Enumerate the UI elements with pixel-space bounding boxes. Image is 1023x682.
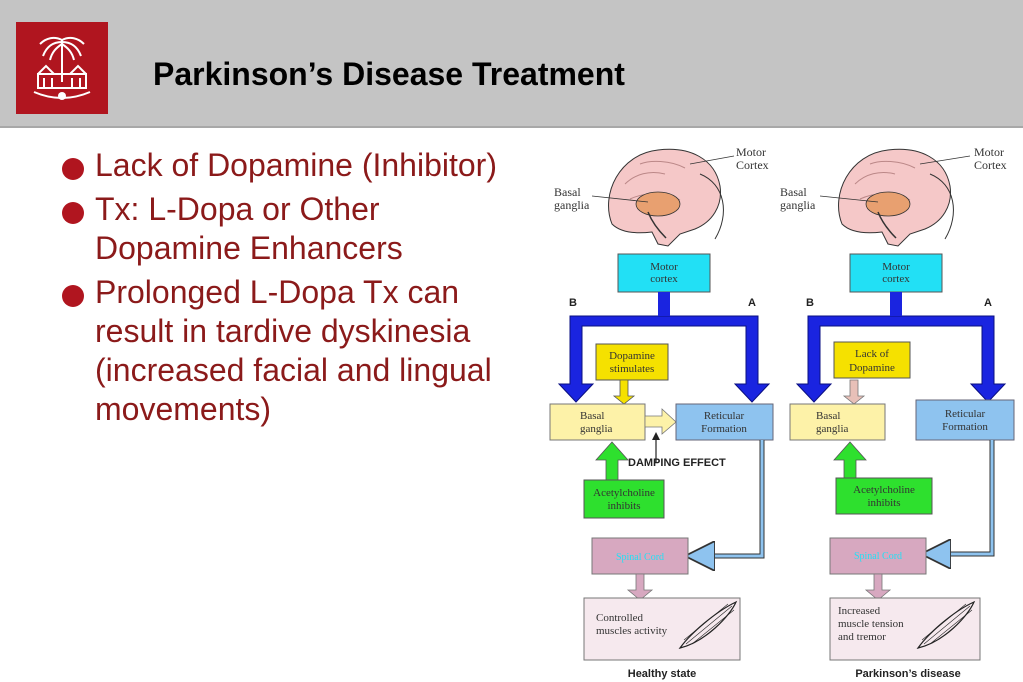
reticular-to-spinal-outline xyxy=(934,440,995,557)
healthy-panel: Motor Cortex Basal ganglia Motor cortex … xyxy=(549,145,774,680)
basal-ganglia-label: ganglia xyxy=(554,198,590,212)
spinal-cord-box xyxy=(591,537,689,575)
motor-cortex-box-text: Motor xyxy=(882,261,910,273)
damping-effect-label: DAMPING EFFECT xyxy=(628,457,726,469)
basal-ganglia-leader xyxy=(819,195,879,203)
acetylcholine-box xyxy=(835,477,933,515)
motor-cortex-label: Cortex xyxy=(736,158,769,172)
reticular-box-text: Reticular xyxy=(704,410,745,422)
bullet-dot-icon xyxy=(62,158,84,180)
blue-pathway-arrow xyxy=(557,315,771,403)
spinal-cord-box xyxy=(829,537,927,575)
basal-ganglia-box-text: ganglia xyxy=(580,423,612,435)
acetylcholine-arrow xyxy=(595,441,629,483)
path-b-label: B xyxy=(806,297,814,309)
spinal-cord-box-text: Spinal Cord xyxy=(616,552,664,563)
result-box-text: and tremor xyxy=(838,631,886,643)
dopamine-box xyxy=(595,343,669,381)
bullet-item: Lack of Dopamine (Inhibitor) xyxy=(60,146,500,185)
motor-cortex-label: Motor xyxy=(736,145,766,159)
blue-pathway-stem xyxy=(658,292,670,316)
disease-caption: Parkinson’s disease xyxy=(855,668,960,680)
brain-icon xyxy=(838,148,954,247)
spinal-to-result-arrow xyxy=(626,573,654,601)
result-box-text: Controlled xyxy=(596,612,644,624)
healthy-caption: Healthy state xyxy=(628,668,696,680)
lack-of-dopamine-box xyxy=(833,341,911,379)
bullet-dot-icon xyxy=(62,202,84,224)
university-logo xyxy=(16,22,108,114)
reticular-box-text: Formation xyxy=(701,423,747,435)
reticular-to-spinal-arrow xyxy=(936,440,994,554)
basal-ganglia-label: Basal xyxy=(780,185,807,199)
basal-ganglia-label: ganglia xyxy=(780,198,816,212)
parkinsons-pathway-diagram: Motor Cortex Basal ganglia Motor cortex … xyxy=(549,145,1015,680)
reticular-box-text: Reticular xyxy=(945,408,986,420)
palmetto-logo-icon xyxy=(33,36,91,100)
reticular-formation-box xyxy=(915,399,1015,441)
acetylcholine-box-text: Acetylcholine xyxy=(593,487,655,499)
basal-ganglia-leader xyxy=(591,195,649,203)
motor-cortex-leader xyxy=(689,155,735,165)
acetylcholine-box-text: Acetylcholine xyxy=(853,484,915,496)
blue-pathway-arrow xyxy=(795,315,1007,403)
slide-header: Parkinson’s Disease Treatment xyxy=(0,0,1023,128)
muscle-icon xyxy=(678,600,738,649)
reticular-box-text: Formation xyxy=(942,421,988,433)
basal-ganglia-box-text: ganglia xyxy=(816,423,848,435)
bullet-text: Tx: L-Dopa or Other Dopamine Enhancers xyxy=(95,191,403,266)
acetylcholine-box xyxy=(583,479,665,519)
brain-icon xyxy=(608,148,724,247)
bullet-text: Lack of Dopamine (Inhibitor) xyxy=(95,147,497,183)
reticular-formation-box xyxy=(675,403,774,441)
dopamine-arrow xyxy=(842,379,866,405)
basal-ganglia-box-text: Basal xyxy=(816,410,840,422)
path-a-label: A xyxy=(984,297,992,309)
blue-pathway-stem xyxy=(890,292,902,316)
motor-cortex-label: Cortex xyxy=(974,158,1007,172)
lack-of-dopamine-box-text: Dopamine xyxy=(849,362,895,374)
motor-cortex-box-text: Motor xyxy=(650,261,678,273)
disease-panel: Motor Cortex Basal ganglia Motor cortex … xyxy=(780,145,1015,680)
bullet-text: Prolonged L-Dopa Tx can result in tardiv… xyxy=(95,274,492,427)
damping-arrow-head xyxy=(652,432,660,440)
muscle-icon xyxy=(916,600,976,649)
acetylcholine-box-text: inhibits xyxy=(607,500,640,512)
path-a-label: A xyxy=(748,297,756,309)
slide-title: Parkinson’s Disease Treatment xyxy=(153,56,625,92)
acetylcholine-arrow xyxy=(833,441,867,481)
bullet-dot-icon xyxy=(62,285,84,307)
result-box-text: Increased xyxy=(838,605,881,617)
motor-cortex-label: Motor xyxy=(974,145,1004,159)
acetylcholine-box-text: inhibits xyxy=(867,497,900,509)
motor-cortex-box-text: cortex xyxy=(650,273,678,285)
bullet-item: Prolonged L-Dopa Tx can result in tardiv… xyxy=(60,273,500,429)
basal-ganglia-box xyxy=(789,403,886,441)
result-box xyxy=(829,597,981,661)
dopamine-box-text: stimulates xyxy=(610,363,655,375)
basal-ganglia-box-text: Basal xyxy=(580,410,604,422)
basal-to-reticular-arrow xyxy=(644,408,677,435)
bullet-list: Lack of Dopamine (Inhibitor) Tx: L-Dopa … xyxy=(60,146,500,434)
dopamine-arrow xyxy=(612,379,636,405)
result-box-text: muscles activity xyxy=(596,625,668,637)
motor-cortex-box xyxy=(849,253,943,293)
dopamine-box-text: Dopamine xyxy=(609,350,655,362)
bullet-item: Tx: L-Dopa or Other Dopamine Enhancers xyxy=(60,190,500,268)
motor-cortex-box-text: cortex xyxy=(882,273,910,285)
lack-of-dopamine-box-text: Lack of xyxy=(855,348,889,360)
basal-ganglia-label: Basal xyxy=(554,185,581,199)
motor-cortex-box xyxy=(617,253,711,293)
result-box-text: muscle tension xyxy=(838,618,904,630)
motor-cortex-leader xyxy=(919,155,971,165)
spinal-cord-box-text: Spinal Cord xyxy=(854,551,902,562)
path-b-label: B xyxy=(569,297,577,309)
spinal-to-result-arrow xyxy=(864,573,892,601)
reticular-to-spinal-arrow xyxy=(700,440,764,556)
